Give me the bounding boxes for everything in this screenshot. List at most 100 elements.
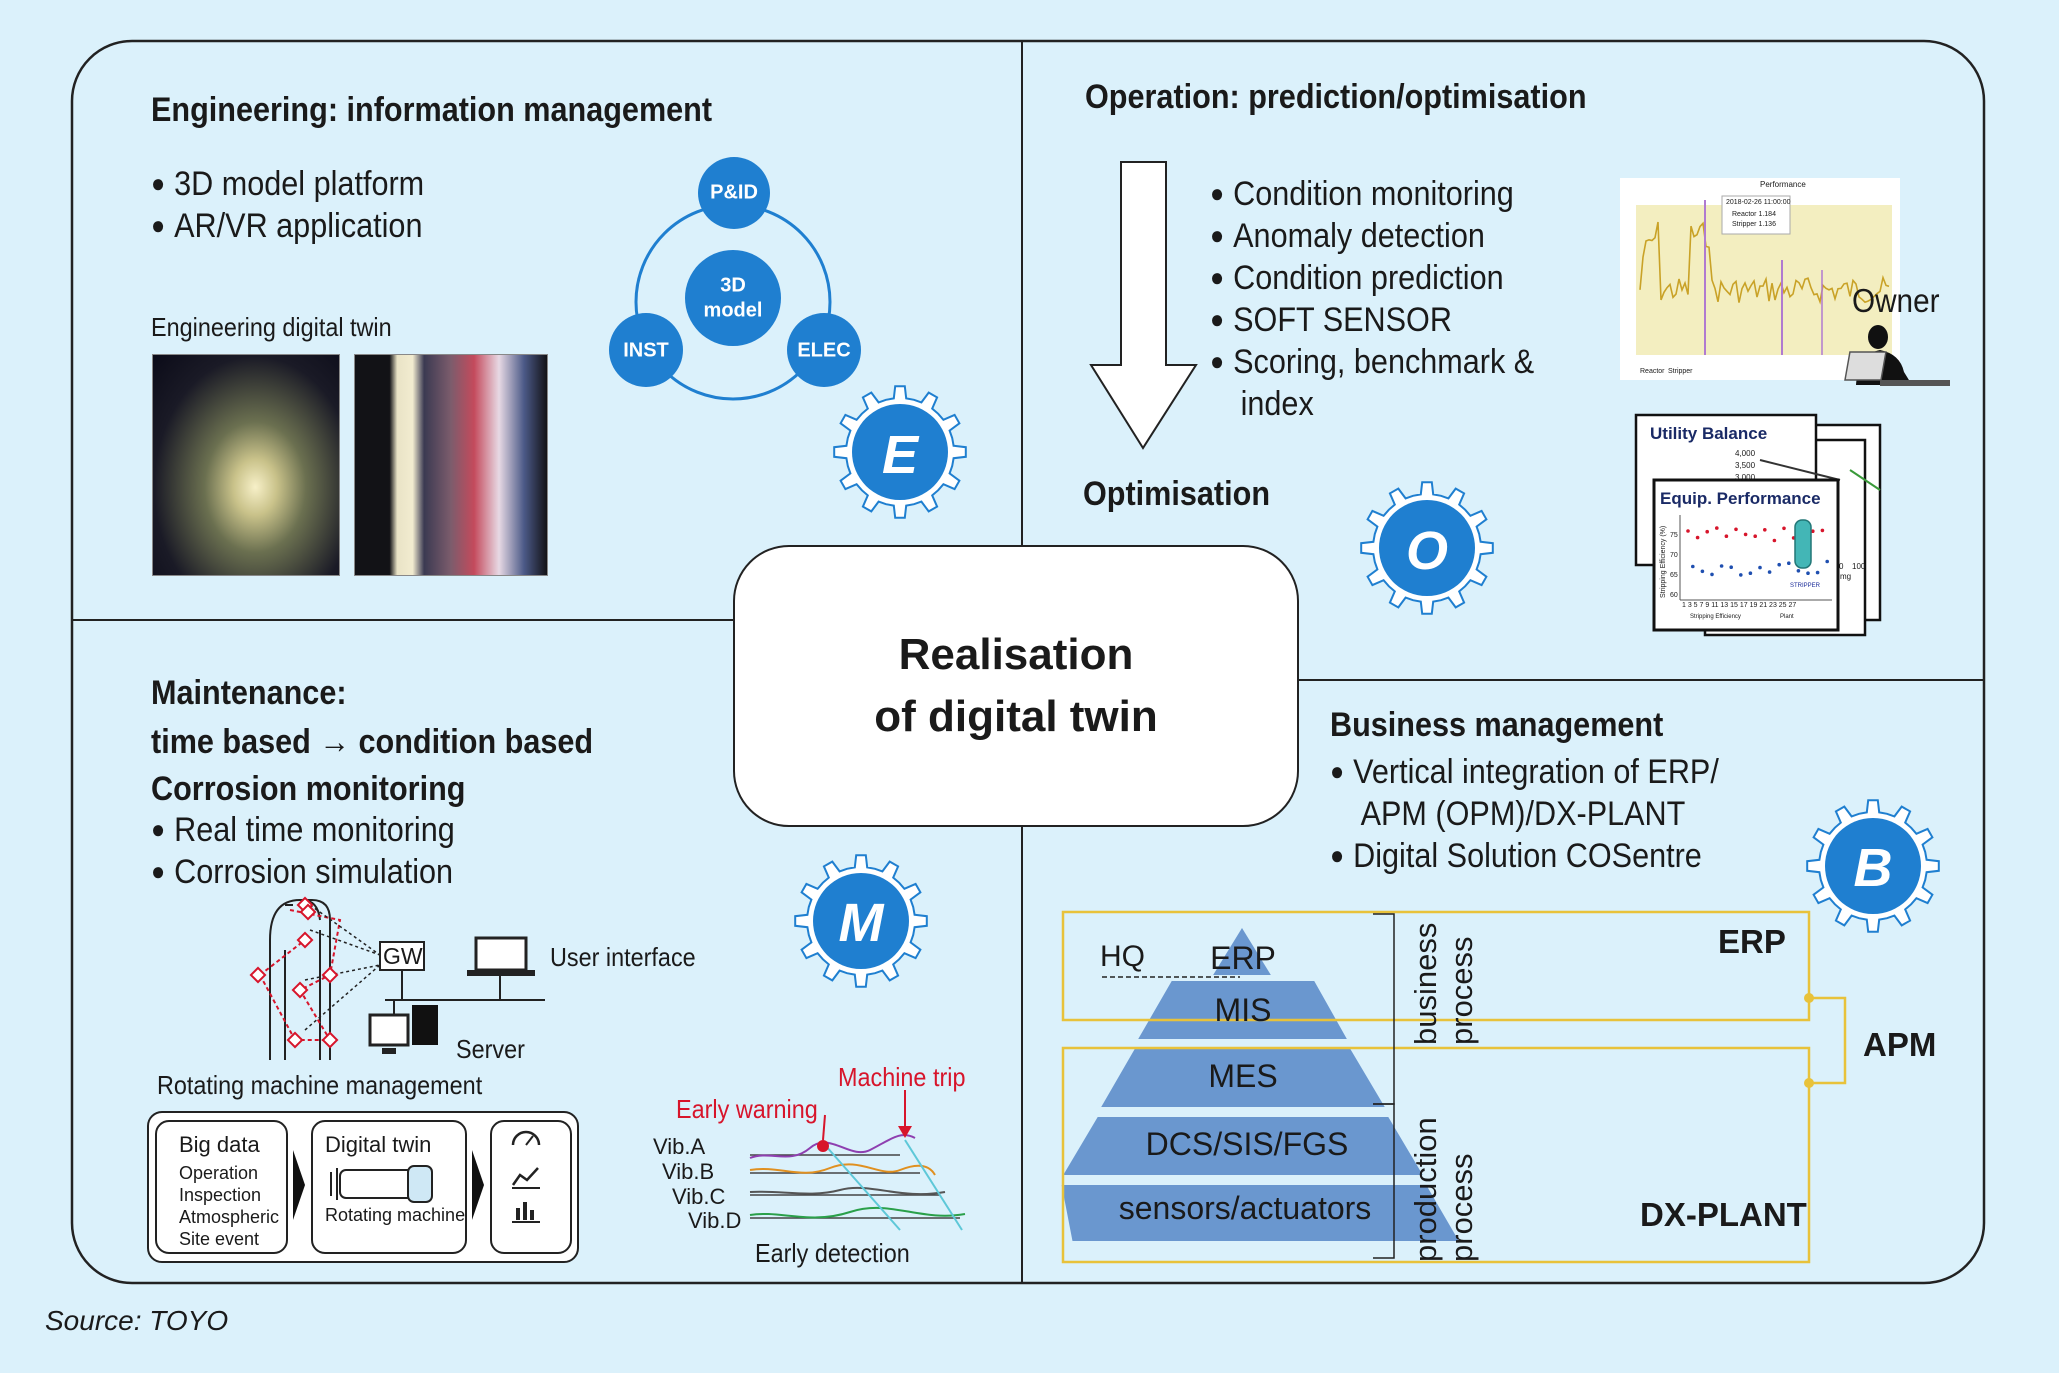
equip-y-tick: 75 <box>1670 532 1678 539</box>
chart-title: Performance <box>1760 180 1806 189</box>
owner-label: Owner <box>1852 282 1940 319</box>
doc-scatter-dot <box>1715 526 1719 530</box>
equip-y-tick: 60 <box>1670 592 1678 599</box>
gear-letter-o: O <box>1405 521 1449 581</box>
equip-performance-title: Equip. Performance <box>1660 489 1821 508</box>
early-warning-marker <box>817 1140 829 1152</box>
pyramid-level-dcs <box>1052 1111 1434 1181</box>
equip-legend-item: Stripping Efficiency <box>1690 614 1741 620</box>
condition-based-label: condition based <box>358 723 594 761</box>
bullet-cosentre: Digital Solution COSentre <box>1330 836 1719 878</box>
business-process-line1: business <box>1408 922 1443 1045</box>
doc-scatter-dot <box>1691 564 1695 569</box>
bullet-condition-prediction: Condition prediction <box>1210 258 1534 300</box>
pid-label: P&ID <box>710 181 758 204</box>
doc-scatter-dot <box>1796 569 1801 573</box>
chart-tooltip-row: Reactor 1.184 <box>1732 211 1776 218</box>
sensor-diamond-icon <box>321 1031 339 1049</box>
chart-tooltip <box>1721 195 1791 235</box>
doc-scatter-dot <box>1710 572 1714 577</box>
erp-label: ERP <box>1718 923 1786 960</box>
big-data-item: Atmospheric <box>179 1207 280 1227</box>
doc-axis-value: 100 <box>1852 562 1866 571</box>
doc-scatter-dot <box>1763 528 1767 532</box>
gw-label: GW <box>383 943 423 969</box>
flow-arrow-1 <box>293 1150 305 1220</box>
doc-scatter-dot <box>1777 562 1781 567</box>
sensor-diamond-icon <box>299 903 317 921</box>
vib-b-label: Vib.B <box>662 1159 715 1184</box>
utility-value: 3,500 <box>1735 461 1756 470</box>
business-process-line2: process <box>1444 936 1479 1045</box>
business-title: Business management <box>1330 706 1664 744</box>
center-title-line2: of digital twin <box>874 692 1158 741</box>
dx-plant-label: DX-PLANT <box>1640 1196 1807 1233</box>
inst-circle <box>609 313 683 387</box>
equip-y-label: Stripping Efficiency (%) <box>1660 525 1667 598</box>
doc-scatter-dot <box>1782 526 1786 531</box>
utility-value: 3,000 <box>1735 473 1756 482</box>
bullet-vertical-integration: Vertical integration of ERP/ <box>1330 752 1719 794</box>
equip-x-ticks: 1 3 5 7 9 11 13 15 17 19 21 23 25 27 <box>1682 602 1797 609</box>
engineering-title: Engineering: information management <box>151 91 713 129</box>
machine-trip-arrow <box>898 1126 912 1138</box>
doc-scatter-dot <box>1815 570 1820 575</box>
digital-twin-sub: Rotating machine <box>325 1205 466 1225</box>
maintenance-title: Maintenance: <box>151 674 347 712</box>
doc-scatter-dot <box>1772 538 1777 543</box>
doc-scatter-dot <box>1739 573 1743 577</box>
source-caption: Source: TOYO <box>45 1305 229 1336</box>
corrosion-monitoring-sketch <box>249 896 545 1060</box>
bullet-scoring-cont: index <box>1240 385 1314 423</box>
early-detection-label: Early detection <box>755 1238 910 1268</box>
3d-model-circle <box>685 250 781 346</box>
big-data-item: Site event <box>179 1229 260 1249</box>
bullet-soft-sensor: SOFT SENSOR <box>1210 300 1534 342</box>
vib-c-label: Vib.C <box>672 1184 726 1209</box>
equip-legend-item: Plant <box>1780 614 1794 620</box>
doc-scatter-dot <box>1743 532 1748 537</box>
optimisation-label: Optimisation <box>1083 475 1271 513</box>
gear-letter-m: M <box>838 893 884 953</box>
elec-label: ELEC <box>797 339 851 362</box>
doc-scatter-dot <box>1787 561 1791 565</box>
server-label: Server <box>456 1034 525 1064</box>
doc-axis-value: mg <box>1840 572 1852 581</box>
gear-b-core <box>1825 818 1921 914</box>
owner-silhouette-icon <box>1844 325 1950 386</box>
server-monitor-icon <box>368 1013 410 1047</box>
doc-scatter-dot <box>1825 559 1829 564</box>
machine-trip-label: Machine trip <box>838 1062 966 1092</box>
hq-label: HQ <box>1100 940 1145 973</box>
report-documents <box>1634 413 1882 637</box>
performance-chart <box>1620 178 1900 380</box>
doc-scatter-dot <box>1719 564 1724 568</box>
doc-scatter-dot <box>1734 527 1738 532</box>
business-bullets: Vertical integration of ERP/ APM (OPM)/D… <box>1330 752 1719 878</box>
gear-o-core <box>1379 500 1475 596</box>
doc-scatter-dot <box>1820 528 1825 533</box>
digital-twin-title: Digital twin <box>325 1132 432 1157</box>
3d-label-line1: 3D <box>720 274 746 297</box>
bullet-real-time: Real time monitoring <box>151 810 455 852</box>
digital-twin-card: Digital twin Rotating machine <box>311 1120 467 1254</box>
vib-a-label: Vib.A <box>653 1134 706 1159</box>
gear-letter-b: B <box>1853 838 1893 898</box>
bullet-3d-platform: 3D model platform <box>151 164 424 206</box>
bullet-scoring: Scoring, benchmark & <box>1210 342 1534 384</box>
rotating-machine-icon <box>330 1165 433 1203</box>
big-data-item: Inspection <box>179 1185 262 1205</box>
equip-y-tick: 65 <box>1670 572 1678 579</box>
operation-bullets: Condition monitoring Anomaly detection C… <box>1210 174 1534 426</box>
production-process-line1: production <box>1408 1117 1443 1262</box>
time-based-label: time based <box>151 723 311 761</box>
sensor-diamond-icon <box>296 931 314 949</box>
pyramid-label-mis: MIS <box>1214 992 1272 1028</box>
sensor-diamond-icon <box>321 966 339 984</box>
production-process-line2: process <box>1444 1153 1479 1262</box>
bullet-vertical-integration-cont: APM (OPM)/DX-PLANT <box>1360 795 1686 833</box>
gear-m-core <box>813 873 909 969</box>
doc-scatter-dot <box>1729 565 1733 569</box>
pyramid-label-mes: MES <box>1208 1058 1278 1094</box>
bullet-ar-vr: AR/VR application <box>151 206 424 248</box>
